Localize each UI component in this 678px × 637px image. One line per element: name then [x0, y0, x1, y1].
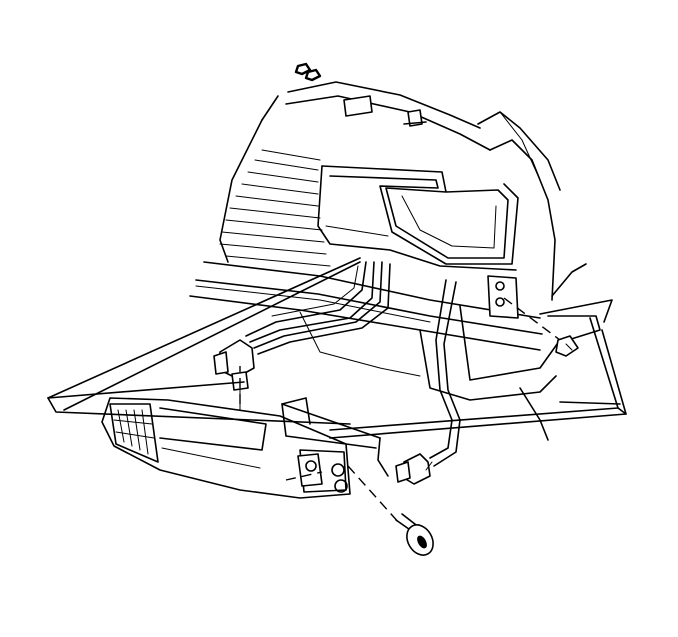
hood-nut-pair	[294, 62, 322, 82]
alignment-lines	[239, 366, 323, 481]
mounting-screw	[347, 465, 434, 556]
bulb-socket-lower	[395, 453, 433, 485]
hood-stud	[403, 109, 427, 127]
callout-arrows	[47, 257, 627, 477]
park-turn-lamp-lens	[101, 397, 351, 499]
mounting-nut	[503, 297, 579, 357]
wiring-harness	[245, 261, 461, 467]
grille-fascia	[189, 81, 601, 441]
